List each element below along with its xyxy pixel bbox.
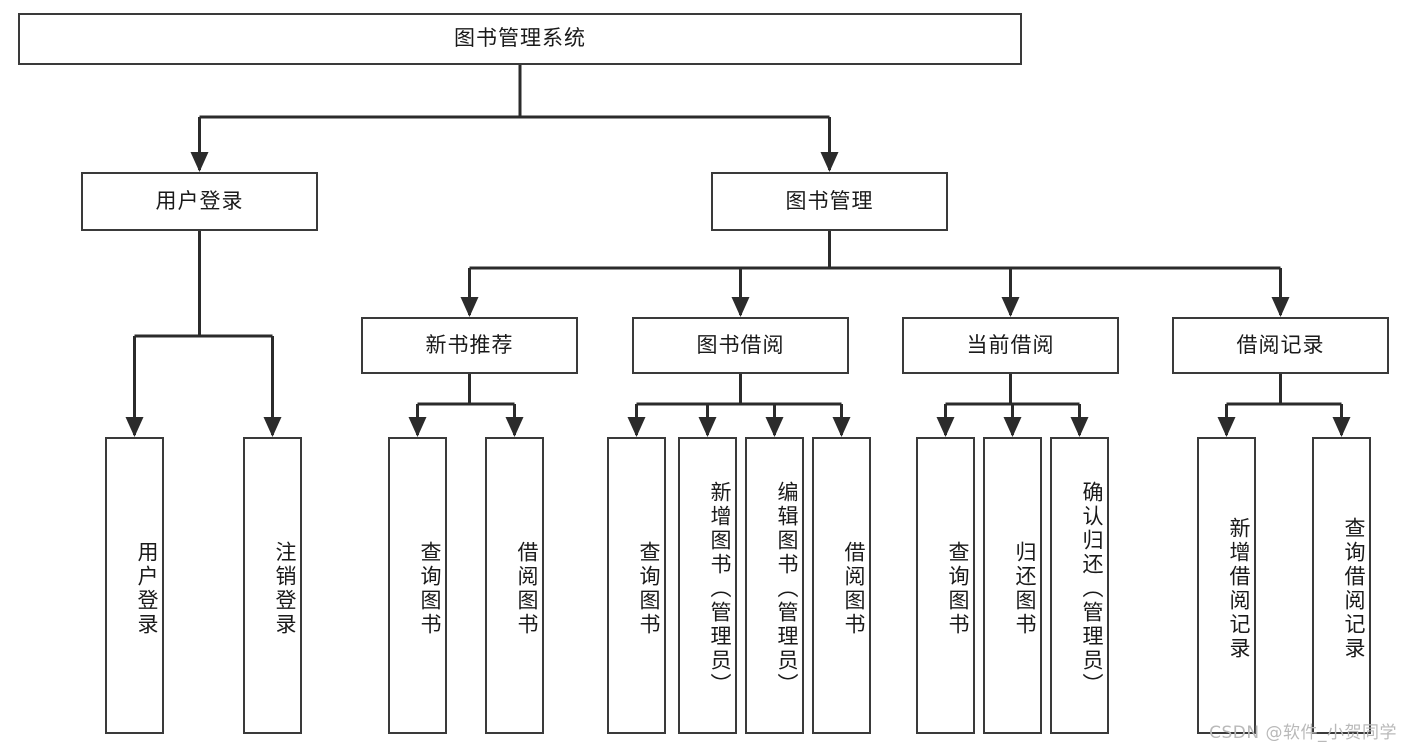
node-label: 用户登录 [135, 540, 159, 637]
node-leaf-newrec-2[interactable]: 借阅图书 [485, 437, 544, 734]
node-bookmgmt[interactable]: 图书管理 [711, 172, 948, 231]
arrow-head-leaf-current-3 [1070, 417, 1089, 437]
node-label: 图书管理系统 [454, 26, 586, 51]
arrow-head-records [1271, 297, 1290, 317]
arrow-head-leaf-newrec-1 [408, 417, 427, 437]
node-label: 新书推荐 [425, 332, 514, 357]
arrow-head-leaf-records-2 [1332, 417, 1351, 437]
node-borrow[interactable]: 图书借阅 [632, 317, 849, 374]
node-label: 图书借阅 [696, 332, 785, 357]
node-label: 查询借阅记录 [1342, 516, 1366, 661]
node-label: 查询图书 [637, 540, 661, 637]
node-leaf-records-2[interactable]: 查询借阅记录 [1312, 437, 1371, 734]
node-leaf-borrow-1[interactable]: 查询图书 [607, 437, 666, 734]
node-label: 借阅记录 [1236, 332, 1325, 357]
node-newrec[interactable]: 新书推荐 [361, 317, 578, 374]
node-label: 注销登录 [273, 540, 297, 637]
node-label: 新增借阅记录 [1227, 516, 1251, 661]
node-label: 编辑图书（管理员） [775, 480, 799, 697]
node-leaf-login-2[interactable]: 注销登录 [243, 437, 302, 734]
arrow-head-leaf-login-1 [125, 417, 144, 437]
node-login[interactable]: 用户登录 [81, 172, 318, 231]
arrow-head-leaf-records-1 [1217, 417, 1236, 437]
node-leaf-newrec-1[interactable]: 查询图书 [388, 437, 447, 734]
arrow-head-leaf-borrow-1 [627, 417, 646, 437]
node-leaf-current-3[interactable]: 确认归还（管理员） [1050, 437, 1109, 734]
watermark-label: CSDN @软件_小贺同学 [1209, 723, 1397, 743]
arrow-head-leaf-borrow-3 [765, 417, 784, 437]
node-label: 归还图书 [1013, 540, 1037, 637]
node-leaf-borrow-4[interactable]: 借阅图书 [812, 437, 871, 734]
node-label: 新增图书（管理员） [708, 480, 732, 697]
arrow-head-bookmgmt [820, 152, 839, 172]
arrow-head-borrow [731, 297, 750, 317]
node-root[interactable]: 图书管理系统 [18, 13, 1022, 65]
node-label: 确认归还（管理员） [1080, 480, 1104, 697]
node-label: 用户登录 [155, 188, 244, 213]
arrow-head-leaf-current-2 [1003, 417, 1022, 437]
node-label: 当前借阅 [966, 332, 1055, 357]
arrow-head-login [190, 152, 209, 172]
node-label: 查询图书 [946, 540, 970, 637]
node-leaf-current-1[interactable]: 查询图书 [916, 437, 975, 734]
node-records[interactable]: 借阅记录 [1172, 317, 1389, 374]
arrow-head-current [1001, 297, 1020, 317]
node-current[interactable]: 当前借阅 [902, 317, 1119, 374]
arrow-head-newrec [460, 297, 479, 317]
node-leaf-records-1[interactable]: 新增借阅记录 [1197, 437, 1256, 734]
node-label: 图书管理 [785, 188, 874, 213]
node-label: 借阅图书 [515, 540, 539, 637]
arrow-head-leaf-borrow-4 [832, 417, 851, 437]
node-label: 查询图书 [418, 540, 442, 637]
node-label: 借阅图书 [842, 540, 866, 637]
arrow-head-leaf-newrec-2 [505, 417, 524, 437]
node-leaf-borrow-3[interactable]: 编辑图书（管理员） [745, 437, 804, 734]
arrow-head-leaf-login-2 [263, 417, 282, 437]
node-leaf-current-2[interactable]: 归还图书 [983, 437, 1042, 734]
node-leaf-borrow-2[interactable]: 新增图书（管理员） [678, 437, 737, 734]
arrow-head-leaf-borrow-2 [698, 417, 717, 437]
node-leaf-login-1[interactable]: 用户登录 [105, 437, 164, 734]
arrow-head-leaf-current-1 [936, 417, 955, 437]
